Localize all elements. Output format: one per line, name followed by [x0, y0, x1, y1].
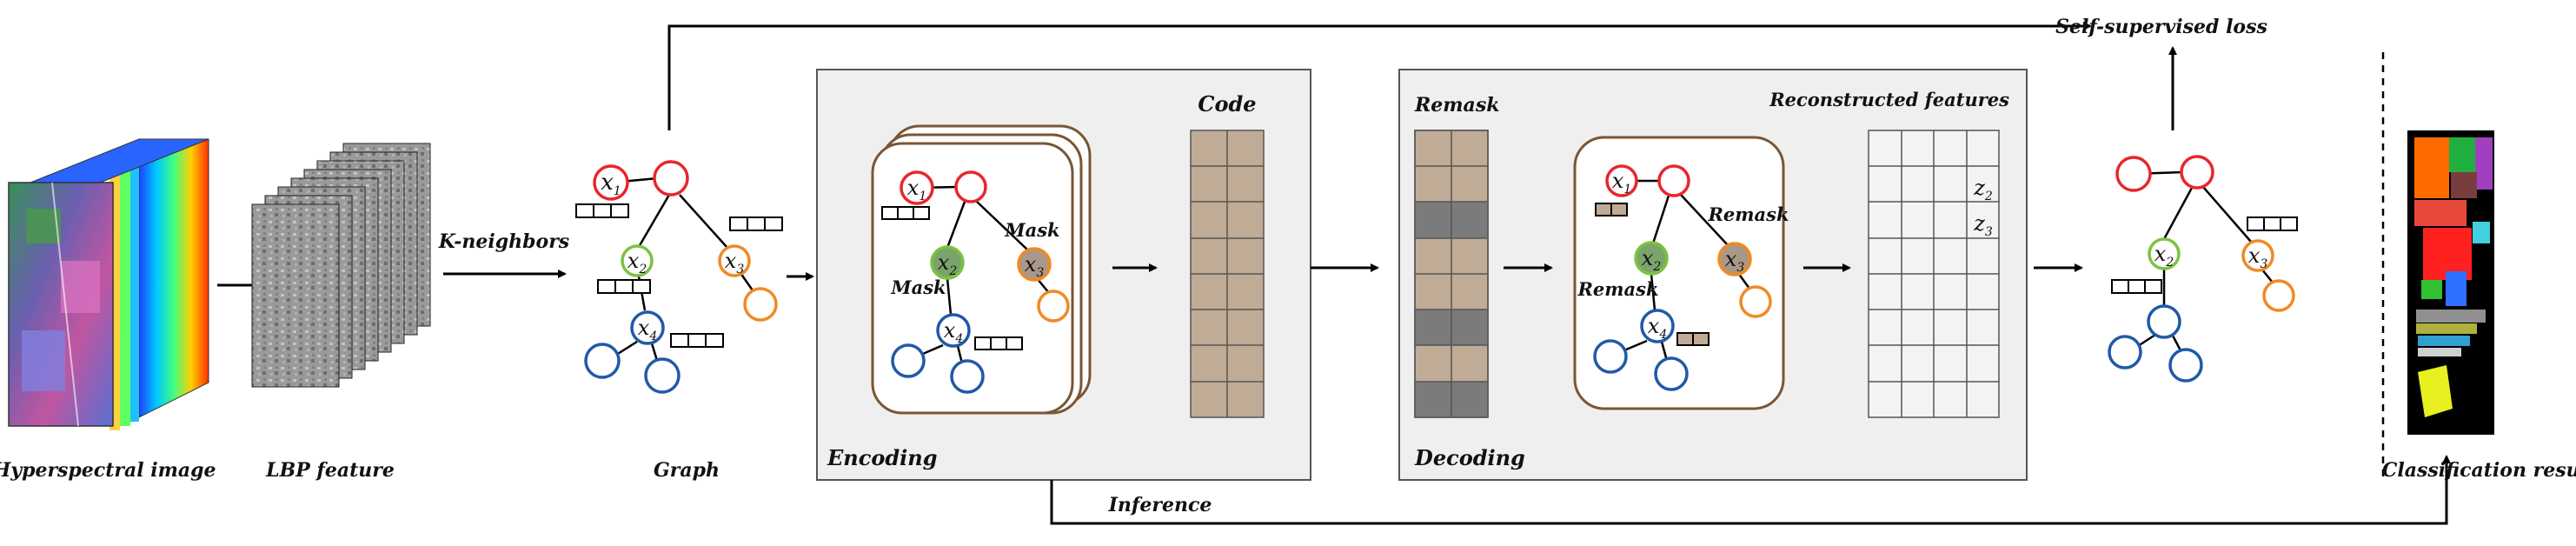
- reconstructed-label: Reconstructed features: [1769, 89, 2009, 110]
- arrow-self-supervised-top: [667, 22, 2092, 130]
- dec-node-x2: x2: [1642, 246, 1662, 274]
- self-supervised-label: Self-supervised loss: [2055, 16, 2267, 38]
- dec-remask-label-x3: Remask: [1707, 203, 1789, 225]
- dec-node-x1: x1: [1612, 169, 1631, 196]
- lbp-label: LBP feature: [265, 459, 395, 482]
- k-neighbors-label: K-neighbors: [438, 230, 569, 253]
- graph-node-x3: x3: [725, 249, 745, 276]
- classification-label: Classification result: [2382, 459, 2576, 482]
- graph-label: Graph: [654, 459, 720, 482]
- reconstructed-matrix: [1868, 130, 2000, 418]
- code-matrix: [1190, 130, 1265, 418]
- enc-mask-label-x2: Mask: [890, 276, 946, 298]
- enc-node-x4: x4: [944, 318, 963, 346]
- graph-node-x2: x2: [627, 249, 647, 276]
- out-node-x3: x3: [2248, 243, 2268, 271]
- graph-input: [575, 160, 783, 394]
- graph-node-x4: x4: [638, 316, 657, 343]
- remask-title: Remask: [1414, 94, 1499, 117]
- encoding-graph-card: [871, 124, 1092, 415]
- code-label: Code: [1198, 91, 1256, 117]
- enc-node-x3: x3: [1025, 252, 1045, 280]
- lbp-feature-stack: [251, 143, 431, 388]
- enc-node-x1: x1: [907, 176, 926, 203]
- classification-map: [2407, 130, 2494, 435]
- recon-row-z3: z3: [1973, 211, 1993, 239]
- arrow-inference: [1050, 455, 2451, 525]
- graph-node-x1: x1: [601, 170, 621, 198]
- enc-node-x2: x2: [938, 250, 958, 278]
- inference-label: Inference: [1108, 494, 1212, 516]
- encoding-label: Encoding: [827, 445, 938, 470]
- remask-matrix: [1414, 130, 1489, 418]
- dec-remask-label-x2: Remask: [1577, 278, 1658, 300]
- hyperspectral-cube: [8, 138, 209, 430]
- enc-mask-label-x3: Mask: [1004, 219, 1059, 241]
- decoding-graph-card: [1573, 136, 1785, 410]
- hyperspectral-label: Hyperspectral image: [0, 459, 216, 482]
- recon-row-z2: z2: [1973, 176, 1993, 203]
- dec-node-x3: x3: [1725, 247, 1745, 275]
- dec-node-x4: x4: [1648, 314, 1667, 342]
- graph-output: [2108, 155, 2298, 383]
- out-node-x2: x2: [2154, 242, 2174, 270]
- decoding-label: Decoding: [1414, 445, 1525, 470]
